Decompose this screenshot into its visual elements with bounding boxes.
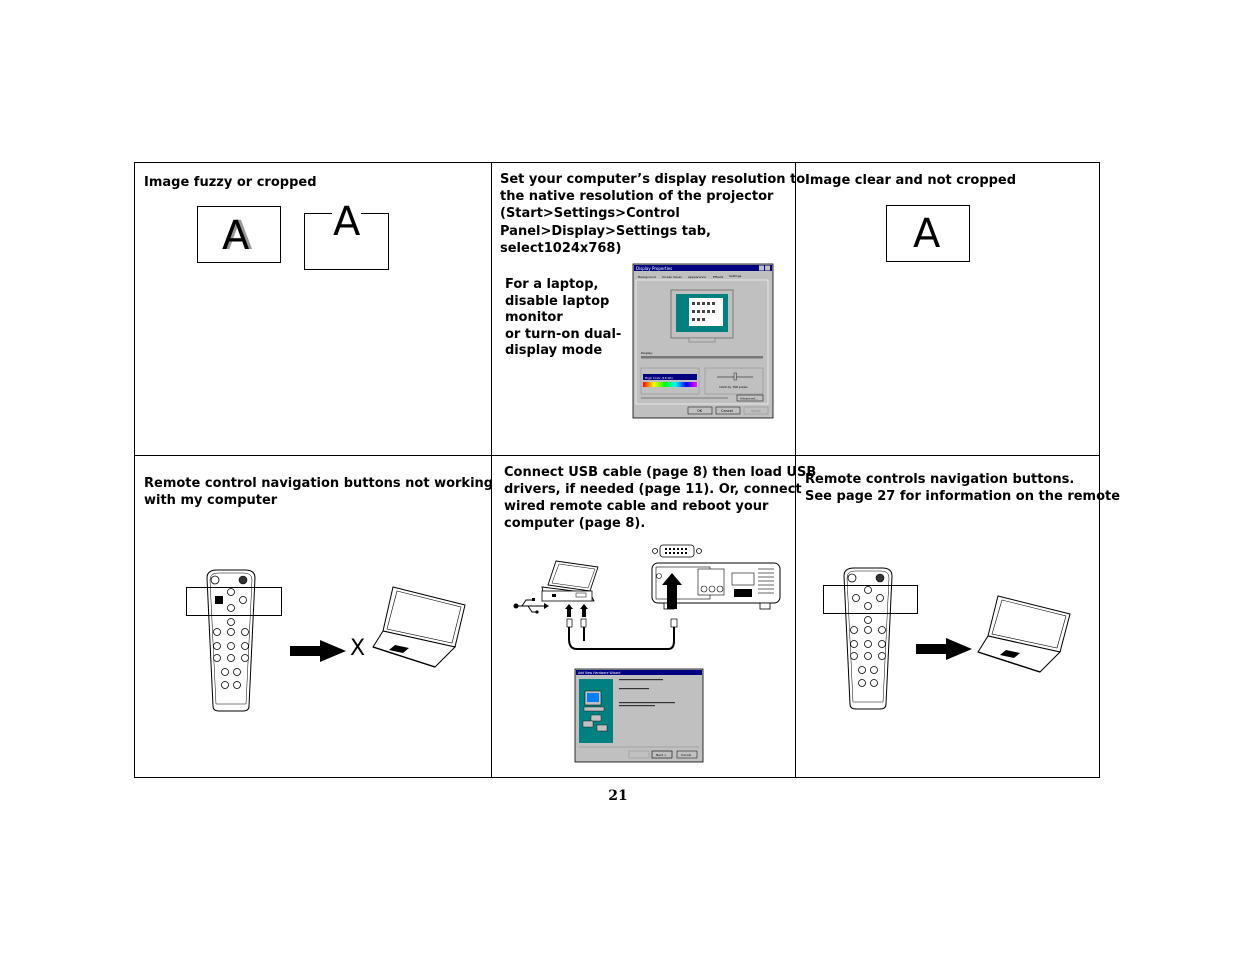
troubleshooting-table xyxy=(134,162,1100,778)
usb-solution-line: wired remote cable and reboot your xyxy=(504,499,769,514)
svg-text:Next >: Next > xyxy=(656,753,667,757)
column-divider xyxy=(491,163,492,777)
result-remote-line: See page 27 for information on the remot… xyxy=(805,489,1121,504)
not-working-x-mark: X xyxy=(350,636,366,661)
svg-text:Effects: Effects xyxy=(713,275,724,279)
solution-line: Set your computer’s display resolution t… xyxy=(500,172,806,187)
solution-line: Panel>Display>Settings tab, xyxy=(500,224,711,239)
nav-buttons-highlight xyxy=(186,587,282,616)
svg-text:Apply: Apply xyxy=(751,409,761,413)
problem-remote-line: Remote control navigation buttons not wo… xyxy=(144,476,494,491)
laptop-note-line: or turn-on dual- xyxy=(505,327,622,342)
nav-buttons-highlight xyxy=(823,585,918,614)
svg-text:Cancel: Cancel xyxy=(681,753,691,757)
problem-image-fuzzy: Image fuzzy or cropped xyxy=(144,175,317,190)
svg-text:Screen Saver: Screen Saver xyxy=(662,275,683,279)
svg-text:Background: Background xyxy=(638,275,656,279)
remote-control-icon xyxy=(843,567,893,710)
laptop-icon xyxy=(977,595,1071,673)
fuzzy-sample-box: A A xyxy=(197,206,281,263)
solution-line: the native resolution of the projector xyxy=(500,189,774,204)
page-number: 21 xyxy=(608,788,628,804)
remote-control-icon xyxy=(206,569,256,712)
display-properties-screenshot: Display Properties Background Screen Sav… xyxy=(632,263,774,419)
hardware-wizard-screenshot: Add New Hardware Wizard Next > Cancel xyxy=(574,668,704,763)
row-divider xyxy=(135,455,1099,456)
fuzzy-letter-shadow: A xyxy=(225,213,253,259)
svg-text:Settings: Settings xyxy=(729,274,742,278)
svg-text:Display:: Display: xyxy=(641,351,653,355)
laptop-note-line: display mode xyxy=(505,343,603,358)
svg-text:Add New Hardware Wizard: Add New Hardware Wizard xyxy=(578,671,620,675)
laptop-note-line: For a laptop, xyxy=(505,277,599,292)
laptop-note-line: disable laptop xyxy=(505,294,610,309)
usb-solution-line: Connect USB cable (page 8) then load USB xyxy=(504,465,817,480)
clear-sample-box: A xyxy=(886,205,970,262)
svg-text:OK: OK xyxy=(697,409,703,413)
fuzzy-letter: A xyxy=(222,213,250,259)
arrow-right-icon xyxy=(916,638,972,660)
svg-text:1024 by 768 pixels: 1024 by 768 pixels xyxy=(719,385,748,389)
usb-connection-diagram xyxy=(513,544,781,650)
svg-text:Cancel: Cancel xyxy=(721,409,733,413)
usb-solution-line: computer (page 8). xyxy=(504,516,646,531)
svg-text:High Color (16 bit): High Color (16 bit) xyxy=(645,376,673,380)
problem-remote-line: with my computer xyxy=(144,493,278,508)
usb-solution-line: drivers, if needed (page 11). Or, connec… xyxy=(504,482,802,497)
svg-text:Advanced...: Advanced... xyxy=(740,397,758,401)
result-remote-line: Remote controls navigation buttons. xyxy=(805,472,1075,487)
laptop-icon xyxy=(372,586,466,668)
solution-line: (Start>Settings>Control xyxy=(500,206,680,221)
solution-line: select1024x768) xyxy=(500,241,622,256)
arrow-right-icon xyxy=(290,640,346,662)
svg-text:Appearance: Appearance xyxy=(688,275,706,279)
result-image-clear: Image clear and not cropped xyxy=(805,173,1017,188)
column-divider xyxy=(795,163,796,777)
clear-letter: A xyxy=(913,211,941,257)
svg-text:Display Properties: Display Properties xyxy=(636,266,672,271)
cropped-letter: A xyxy=(332,199,362,245)
laptop-note-line: monitor xyxy=(505,310,563,325)
